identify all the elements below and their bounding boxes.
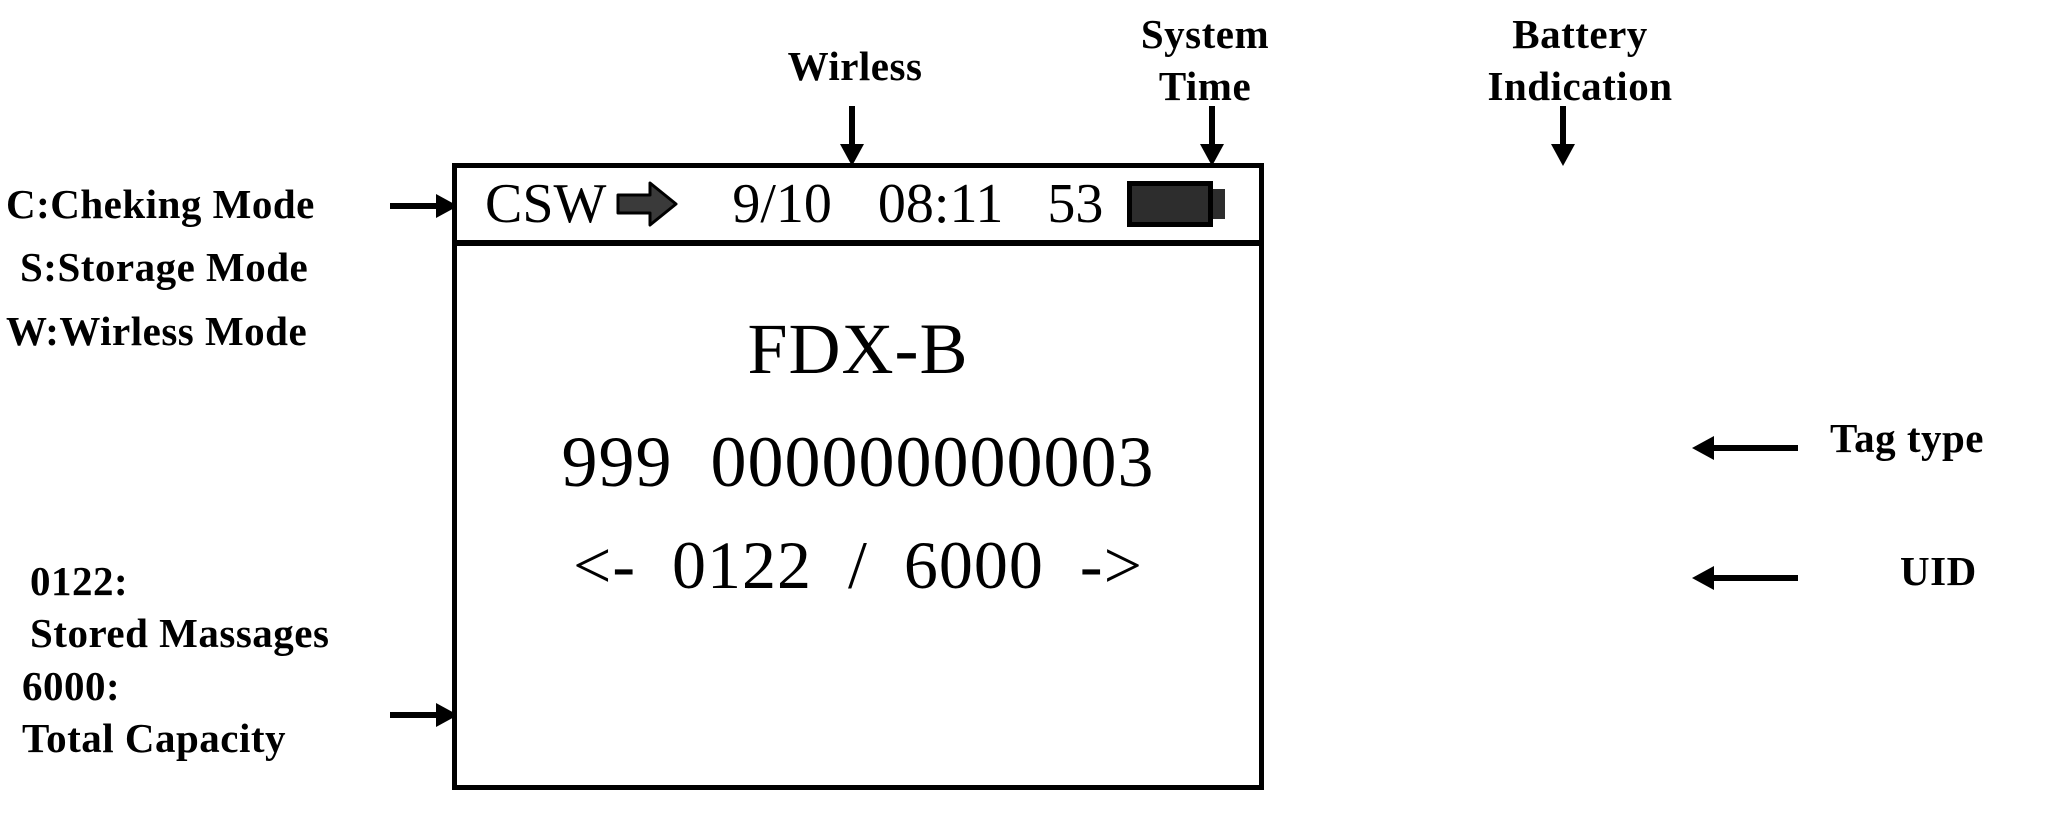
capacity-legend-stored-key: 0122: <box>30 558 129 604</box>
status-mode-indicator: CSW <box>485 173 607 235</box>
arrow-mode-legend-to-status-bar <box>388 186 458 226</box>
capacity-legend-total: 6000: Total Capacity <box>22 660 286 765</box>
status-date: 9/10 <box>732 173 832 235</box>
arrow-wireless-to-icon <box>832 104 872 166</box>
annotation-battery-line1: Battery <box>1512 11 1648 57</box>
tag-type-value: FDX-B <box>747 309 969 389</box>
capacity-legend-stored-label: Stored Massages <box>30 610 330 657</box>
annotation-uid-label: UID <box>1900 548 1977 594</box>
annotation-tag-type: Tag type <box>1830 412 1984 464</box>
mode-legend: C:Cheking Mode S:Storage Mode W:Wirless … <box>6 178 315 368</box>
record-counter: <- 0122 / 6000 -> <box>573 527 1143 603</box>
annotation-tag-type-label: Tag type <box>1830 415 1984 461</box>
screen-body: FDX-B 999 000000000003 <- 0122 / 6000 -> <box>457 308 1259 831</box>
mode-legend-wireless: W:Wirless Mode <box>6 307 308 354</box>
annotation-wireless-label: Wirless <box>787 43 923 89</box>
device-screen: CSW 9/10 08:11 53 FDX-B 999 000000000003… <box>452 163 1264 790</box>
status-bar: CSW 9/10 08:11 53 <box>457 168 1259 246</box>
uid-value: 999 000000000003 <box>561 422 1155 502</box>
capacity-legend-total-key: 6000: <box>22 663 121 709</box>
arrow-capacity-legend-to-counter <box>388 695 458 735</box>
annotation-system-time-line2: Time <box>1158 63 1252 110</box>
capacity-legend-total-label: Total Capacity <box>22 715 287 762</box>
arrow-tag-type-to-screen <box>1690 428 1800 468</box>
wireless-arrow-icon <box>616 181 678 227</box>
arrow-system-time-to-clock <box>1192 104 1232 166</box>
status-battery-percent: 53 <box>1047 173 1104 235</box>
mode-legend-checking: C:Cheking Mode <box>6 181 315 227</box>
capacity-legend-stored: 0122: Stored Massages <box>30 555 329 660</box>
arrow-battery-to-icon <box>1543 104 1583 166</box>
battery-icon <box>1127 181 1226 227</box>
mode-legend-storage: S:Storage Mode <box>20 244 309 291</box>
annotation-battery: Battery Indication <box>1430 8 1730 113</box>
annotation-uid: UID <box>1900 545 1977 597</box>
annotation-system-time: System Time <box>1095 8 1315 113</box>
arrow-uid-to-screen <box>1690 558 1800 598</box>
annotation-system-time-line1: System <box>1140 11 1270 57</box>
annotation-battery-line2: Indication <box>1487 63 1673 110</box>
annotation-wireless: Wirless <box>745 40 965 92</box>
status-time: 08:11 <box>877 173 1004 235</box>
